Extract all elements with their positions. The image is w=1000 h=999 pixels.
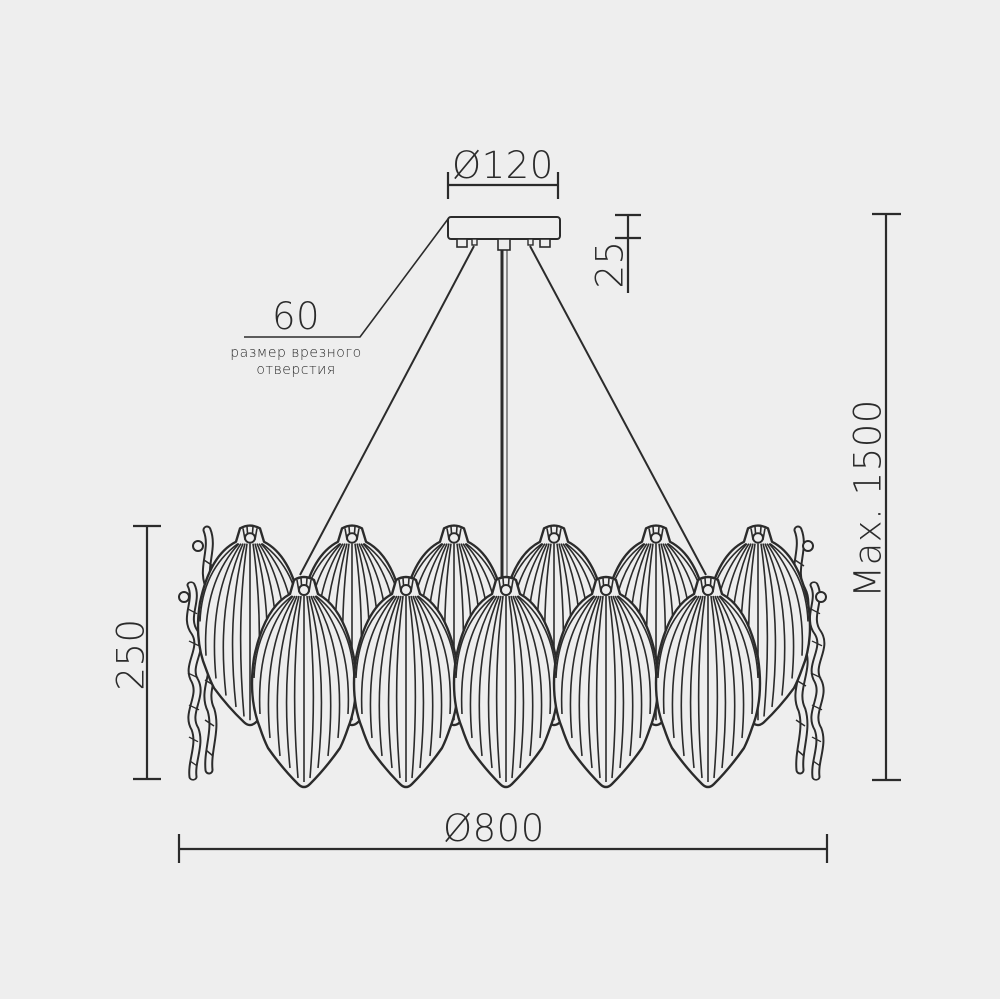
dimension-canopy-height [615, 213, 641, 293]
cutout-caption-line2: отверстия [256, 362, 336, 378]
cutout-size-label: 60 [272, 295, 321, 338]
dimension-canopy-diameter [446, 172, 560, 199]
canopy [447, 216, 561, 251]
front-row-shades [250, 575, 762, 789]
cutout-caption-line1: размер врезного [230, 345, 362, 361]
canopy-height-label: 25 [588, 240, 632, 289]
dimension-body-diameter [177, 834, 829, 863]
suspension [299, 245, 707, 580]
side-ornaments [178, 530, 827, 777]
body-diameter-label: Ø800 [443, 807, 545, 850]
body-height-label: 250 [109, 618, 153, 691]
cutout-leader [244, 218, 449, 338]
dimension-max-height [872, 212, 901, 782]
canopy-diameter-label: Ø120 [452, 144, 554, 187]
max-height-label: Max. 1500 [846, 399, 890, 598]
dimension-body-height [133, 524, 161, 781]
